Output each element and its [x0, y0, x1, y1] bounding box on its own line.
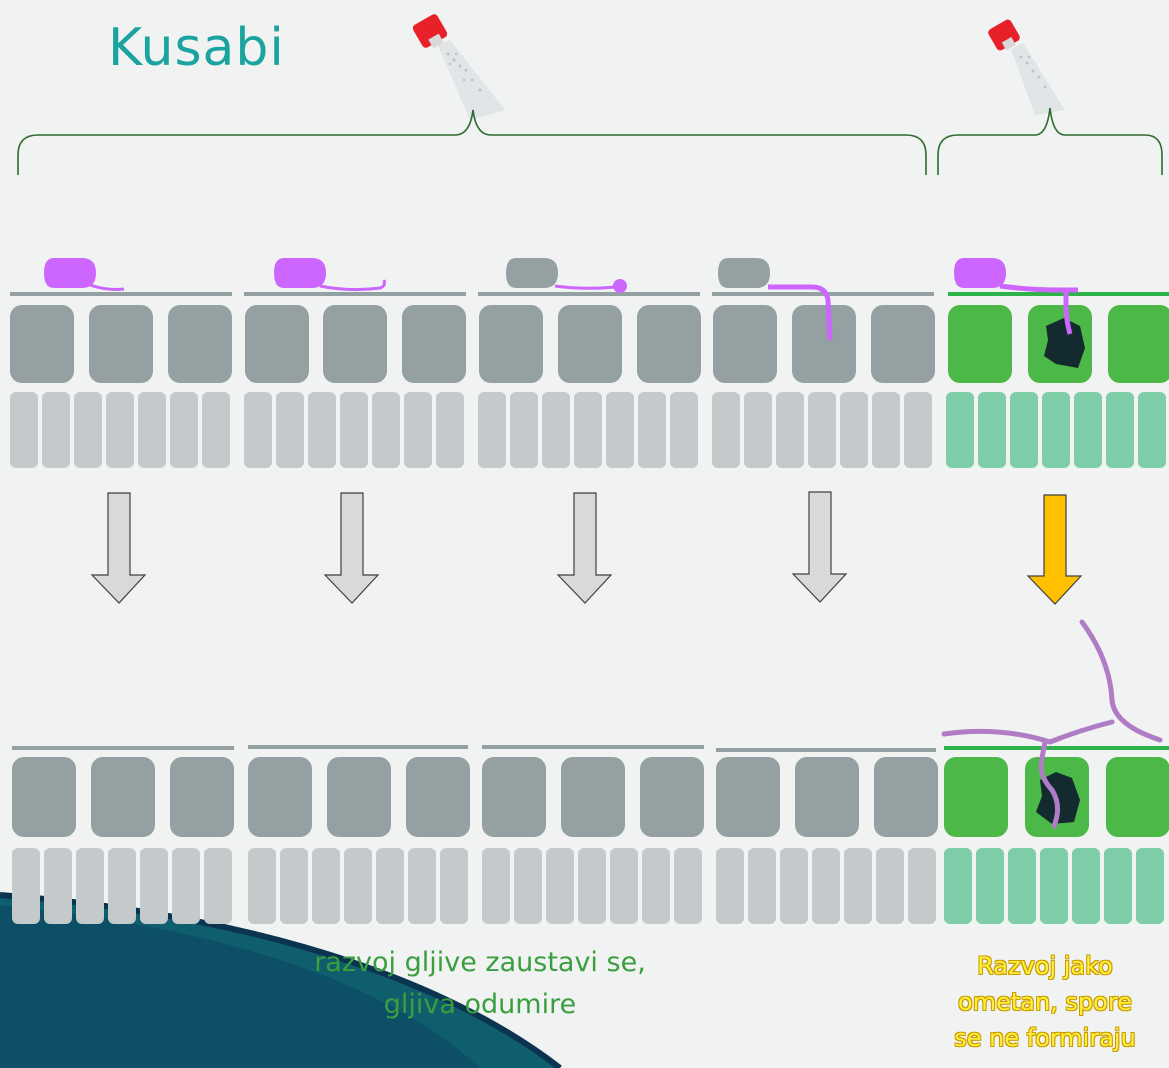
necrotic-lesion: [1044, 318, 1085, 368]
arrow-down: [791, 491, 848, 603]
kusabi-logo: Kusabi: [108, 18, 285, 78]
grown-hypha: [941, 619, 1163, 829]
caption-line: gljiva odumire: [383, 989, 577, 1020]
panel-4-bottom: [716, 748, 938, 924]
caption-line: ometan, spore: [958, 988, 1132, 1016]
arrow-down: [556, 492, 613, 604]
panel-3-top: [478, 258, 701, 468]
panel-4-top: [712, 258, 935, 468]
arrow-down-highlight: [1026, 494, 1083, 605]
dead-spore: [718, 258, 833, 341]
decorative-wave: [0, 892, 562, 1068]
sprayer-icon: [988, 19, 1065, 115]
caption-development-impeded: Razvoj jako ometan, spore se ne formiraj…: [925, 948, 1165, 1056]
caption-fungus-stopped: razvoj gljive zaustavi se, gljiva odumir…: [250, 942, 710, 1026]
panel-5-top-treated: [946, 258, 1169, 468]
panel-3-bottom: [482, 745, 704, 924]
fungal-spore: [274, 258, 386, 292]
caption-line: Razvoj jako: [977, 952, 1113, 980]
sprayer-icon: [412, 14, 505, 120]
panel-1-bottom: [12, 746, 234, 924]
bracket-left: [17, 109, 927, 175]
panel-5-bottom-treated: [941, 619, 1169, 924]
bracket-right: [937, 107, 1163, 175]
dead-spore: [506, 258, 627, 293]
fungal-spore: [954, 258, 1078, 335]
arrow-down: [90, 492, 147, 604]
panel-2-top: [244, 258, 466, 468]
panel-2-bottom: [248, 745, 470, 924]
caption-line: se ne formiraju: [954, 1024, 1136, 1052]
caption-line: razvoj gljive zaustavi se,: [314, 947, 646, 978]
panel-1-top: [10, 258, 232, 468]
arrow-down: [323, 492, 380, 604]
fungal-spore: [44, 258, 125, 291]
